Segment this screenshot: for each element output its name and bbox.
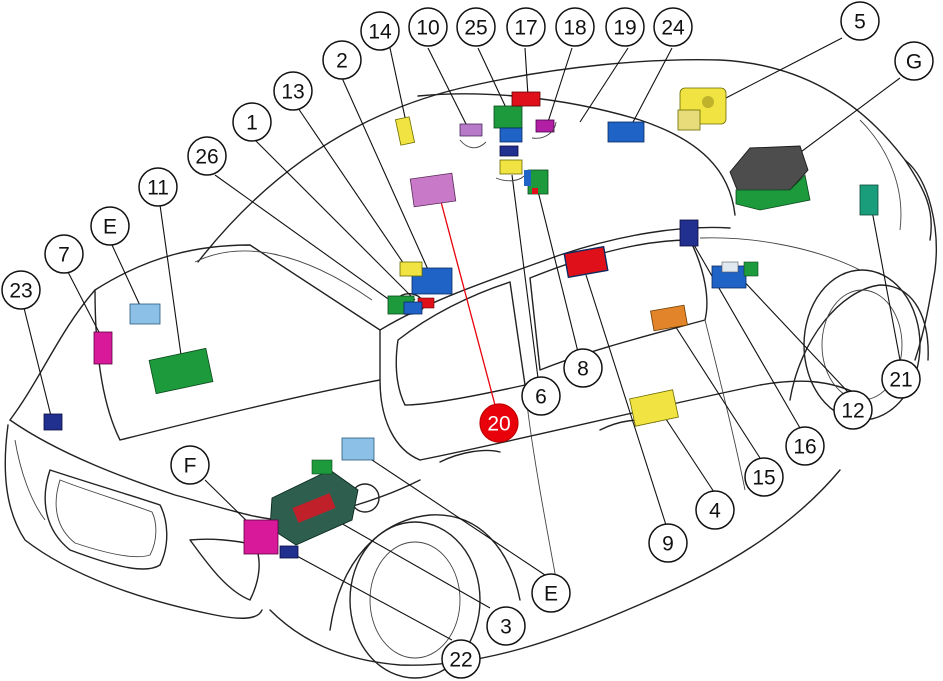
- svg-text:17: 17: [514, 17, 537, 40]
- callout-18: 18: [555, 7, 595, 47]
- svg-text:12: 12: [841, 400, 864, 423]
- module-E-bottom: [341, 437, 375, 461]
- callout-E-top: E: [90, 206, 130, 246]
- svg-text:1: 1: [246, 112, 258, 135]
- module-17: [511, 91, 541, 107]
- svg-text:E: E: [544, 583, 558, 606]
- module-G: [729, 145, 811, 211]
- module-E-top: [129, 303, 161, 325]
- callout-16: 16: [785, 426, 825, 466]
- callout-5: 5: [840, 1, 880, 41]
- svg-text:6: 6: [535, 386, 547, 409]
- module-16: [679, 219, 699, 247]
- module-1: [403, 301, 423, 315]
- callout-24: 24: [653, 7, 693, 47]
- module-12: [711, 261, 759, 289]
- svg-text:2: 2: [336, 50, 348, 73]
- svg-text:10: 10: [416, 17, 439, 40]
- leader-20: [439, 197, 496, 406]
- svg-text:25: 25: [464, 17, 487, 40]
- svg-text:8: 8: [577, 358, 589, 381]
- module-14: [394, 116, 416, 146]
- callout-19: 19: [605, 7, 645, 47]
- callout-25: 25: [456, 7, 496, 47]
- leader-lines: [23, 37, 901, 641]
- module-9: [563, 245, 609, 279]
- module-22: [279, 545, 299, 559]
- callout-F: F: [170, 445, 210, 485]
- svg-text:26: 26: [195, 146, 218, 169]
- svg-text:24: 24: [661, 17, 685, 40]
- callout-26: 26: [187, 136, 227, 176]
- callout-21: 21: [881, 359, 921, 399]
- callout-E-bottom: E: [531, 573, 571, 613]
- callout-15: 15: [744, 457, 784, 497]
- svg-text:3: 3: [500, 616, 512, 639]
- module-24: [607, 121, 645, 143]
- module-25: [493, 105, 523, 157]
- callout-11: 11: [138, 167, 178, 207]
- svg-text:21: 21: [889, 369, 912, 392]
- module-19: [524, 169, 549, 195]
- svg-text:23: 23: [9, 280, 32, 303]
- svg-text:E: E: [103, 216, 117, 239]
- svg-text:5: 5: [854, 11, 866, 34]
- callout-4: 4: [695, 490, 735, 530]
- module-23: [43, 413, 63, 431]
- control-modules: [43, 87, 879, 559]
- svg-text:9: 9: [662, 533, 674, 556]
- callout-13: 13: [273, 71, 313, 111]
- module-3: [269, 459, 359, 546]
- module-18: [535, 119, 555, 133]
- callout-12: 12: [833, 390, 873, 430]
- module-5: [677, 87, 727, 131]
- callout-6: 6: [521, 376, 561, 416]
- svg-text:14: 14: [368, 21, 392, 44]
- svg-text:11: 11: [147, 177, 169, 200]
- svg-text:18: 18: [563, 17, 586, 40]
- callout-2: 2: [322, 40, 362, 80]
- svg-text:G: G: [906, 51, 922, 74]
- svg-text:7: 7: [58, 244, 70, 267]
- module-20: [409, 172, 457, 208]
- callout-10: 10: [408, 7, 448, 47]
- svg-text:13: 13: [281, 81, 304, 104]
- svg-text:16: 16: [793, 436, 816, 459]
- module-6: [499, 159, 523, 175]
- callout-G: G: [894, 41, 934, 81]
- callout-14: 14: [360, 11, 400, 51]
- svg-text:F: F: [184, 455, 197, 478]
- callout-1: 1: [232, 102, 272, 142]
- callout-23: 23: [1, 270, 41, 310]
- svg-text:22: 22: [449, 649, 472, 672]
- svg-text:19: 19: [613, 17, 636, 40]
- module-4: [629, 389, 679, 427]
- svg-text:20: 20: [487, 413, 510, 436]
- module-F: [243, 519, 279, 555]
- callout-22: 22: [441, 639, 481, 679]
- svg-text:4: 4: [709, 500, 721, 523]
- callout-20: 20: [479, 403, 519, 443]
- module-7: [93, 331, 113, 365]
- module-11: [148, 347, 214, 395]
- module-10: [459, 123, 483, 137]
- callout-3: 3: [486, 606, 526, 646]
- callout-8: 8: [563, 348, 603, 388]
- callout-7: 7: [44, 234, 84, 274]
- module-13: [399, 261, 423, 277]
- module-21: [859, 184, 879, 216]
- callout-9: 9: [648, 523, 688, 563]
- callout-17: 17: [506, 7, 546, 47]
- svg-text:15: 15: [752, 467, 775, 490]
- module-15: [650, 304, 688, 332]
